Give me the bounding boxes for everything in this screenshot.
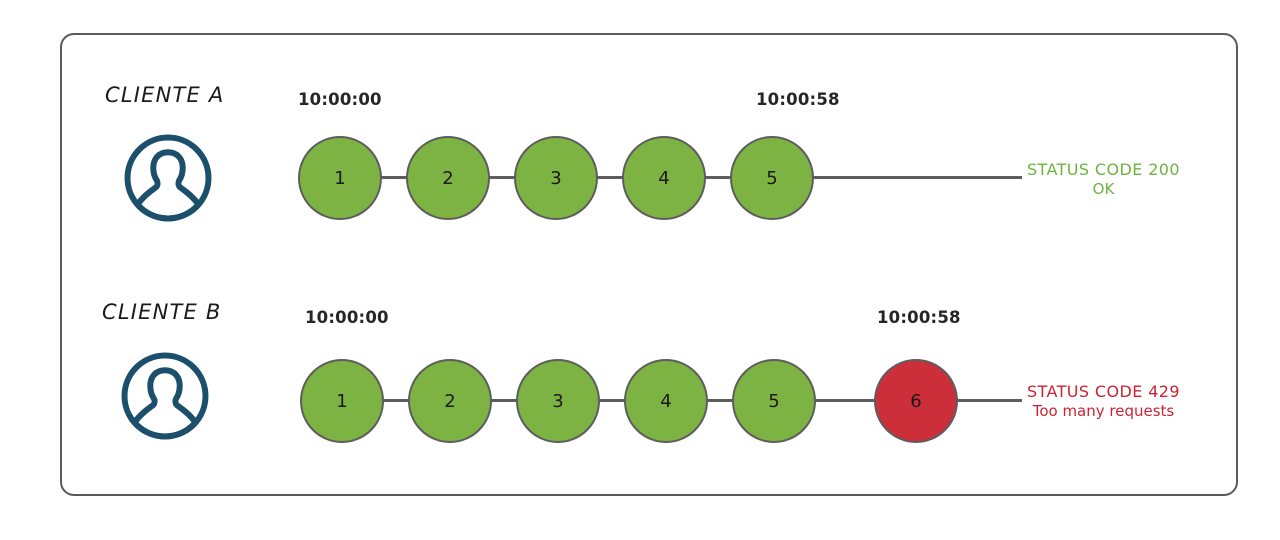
- request-node-number: 1: [334, 167, 346, 189]
- connector-tail-status: [812, 176, 1022, 179]
- connector-3-4: [596, 176, 624, 179]
- status-code-line: STATUS CODE 200: [1027, 160, 1180, 179]
- request-node-number: 2: [444, 390, 456, 412]
- connector-3-4: [598, 399, 626, 402]
- client-a-label: CLIENTE A: [105, 83, 225, 107]
- request-node[interactable]: 2: [408, 359, 492, 443]
- user-avatar-icon: [122, 132, 214, 224]
- request-node[interactable]: 1: [300, 359, 384, 443]
- connector-tail-status: [956, 399, 1022, 402]
- request-node-number: 5: [766, 167, 778, 189]
- request-node-number: 4: [660, 390, 672, 412]
- request-node-number: 6: [910, 390, 922, 412]
- connector-2-3: [488, 176, 516, 179]
- client-a-time-start: 10:00:00: [298, 90, 382, 109]
- status-message-line: OK: [1092, 179, 1115, 198]
- request-node-number: 3: [552, 390, 564, 412]
- connector-4-5: [704, 176, 732, 179]
- request-node[interactable]: 3: [516, 359, 600, 443]
- user-avatar-icon: [119, 350, 211, 442]
- connector-2-3: [490, 399, 518, 402]
- client-row-b: CLIENTE B 10:00:00 10:00:58 1 2: [0, 292, 1280, 472]
- request-node-number: 1: [336, 390, 348, 412]
- connector-4-5: [706, 399, 734, 402]
- client-b-time-end: 10:00:58: [877, 308, 961, 327]
- request-node-number: 5: [768, 390, 780, 412]
- status-message-line: Too many requests: [1032, 401, 1175, 420]
- client-b-label: CLIENTE B: [102, 300, 222, 324]
- client-row-a: CLIENTE A 10:00:00 10:00:58 1 2: [0, 70, 1280, 250]
- status-code-line: STATUS CODE 429: [1027, 382, 1180, 401]
- connector-1-2: [382, 399, 410, 402]
- request-node-rejected[interactable]: 6: [874, 359, 958, 443]
- client-a-status-badge: STATUS CODE 200 OK: [1027, 160, 1180, 198]
- request-node[interactable]: 2: [406, 136, 490, 220]
- client-a-request-chain: 1 2 3 4 5: [0, 70, 1280, 250]
- client-a-time-end: 10:00:58: [756, 90, 840, 109]
- client-b-request-chain: 1 2 3 4 5 6: [0, 292, 1280, 472]
- request-node[interactable]: 4: [622, 136, 706, 220]
- request-node[interactable]: 5: [732, 359, 816, 443]
- request-node-number: 3: [550, 167, 562, 189]
- client-b-time-start: 10:00:00: [305, 308, 389, 327]
- request-node[interactable]: 4: [624, 359, 708, 443]
- request-node-number: 4: [658, 167, 670, 189]
- request-node[interactable]: 5: [730, 136, 814, 220]
- request-node[interactable]: 1: [298, 136, 382, 220]
- connector-1-2: [380, 176, 408, 179]
- client-b-status-badge: STATUS CODE 429 Too many requests: [1027, 382, 1180, 420]
- connector-5-6: [814, 399, 876, 402]
- request-node[interactable]: 3: [514, 136, 598, 220]
- request-node-number: 2: [442, 167, 454, 189]
